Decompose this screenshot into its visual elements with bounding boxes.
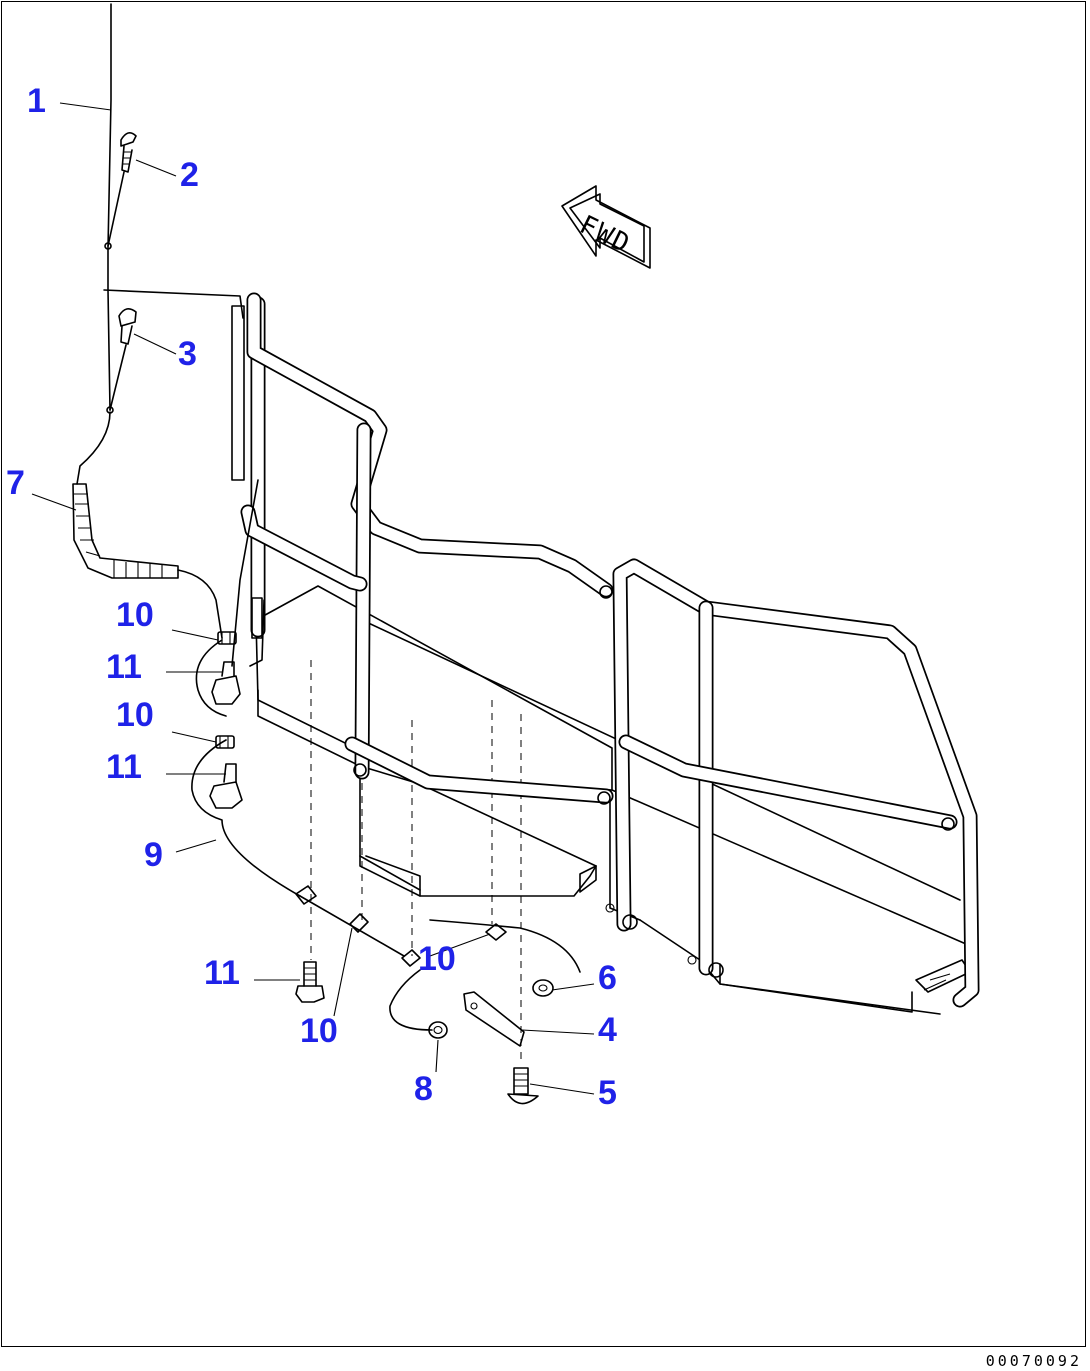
callout-10-plate: 10: [418, 940, 456, 978]
washer-6: [532, 979, 554, 997]
clamp-10-middle: [215, 735, 235, 749]
bracket-plate-4: [463, 991, 525, 1047]
clamp-10-lower-right: [401, 949, 421, 967]
callout-10-upper: 10: [116, 596, 154, 634]
fwd-arrow: [561, 185, 651, 269]
callout-6: 6: [598, 959, 617, 997]
callout-10-middle: 10: [116, 696, 154, 734]
harness-7: [72, 411, 223, 639]
bolt-11-bottom: [295, 961, 325, 1003]
callout-8: 8: [414, 1070, 433, 1108]
callout-7: 7: [6, 464, 25, 502]
callout-10-bottom: 10: [300, 1012, 338, 1050]
bolt-3: [118, 308, 137, 345]
callout-11-upper: 11: [106, 648, 142, 686]
installation-lines: [310, 640, 522, 1064]
callout-3: 3: [178, 335, 197, 373]
callout-2: 2: [180, 156, 199, 194]
drawing-code: 00070092: [985, 1352, 1082, 1370]
callout-5: 5: [598, 1074, 617, 1112]
callout-4: 4: [598, 1011, 617, 1049]
callout-9: 9: [144, 836, 163, 874]
handrail: [240, 292, 980, 1008]
callout-11-bottom: 11: [204, 954, 240, 992]
callout-1: 1: [27, 82, 46, 120]
clamp-10-upper: [217, 631, 237, 645]
clamp-10-lower-mid: [349, 913, 369, 933]
leader-lines: [31, 102, 595, 1095]
bolt-2: [120, 132, 137, 173]
nut-8: [428, 1021, 448, 1039]
callout-11-middle: 11: [106, 748, 142, 786]
antenna-bracket: [231, 305, 265, 667]
bolt-11-middle: [209, 763, 243, 809]
clamp-10-plate: [485, 923, 507, 941]
bolt-11-upper: [211, 661, 241, 705]
drawing-frame: [1, 1, 1086, 1347]
antenna-wire: [103, 3, 244, 414]
clamp-10-lower-left: [295, 885, 317, 905]
bolt-5: [507, 1067, 539, 1105]
